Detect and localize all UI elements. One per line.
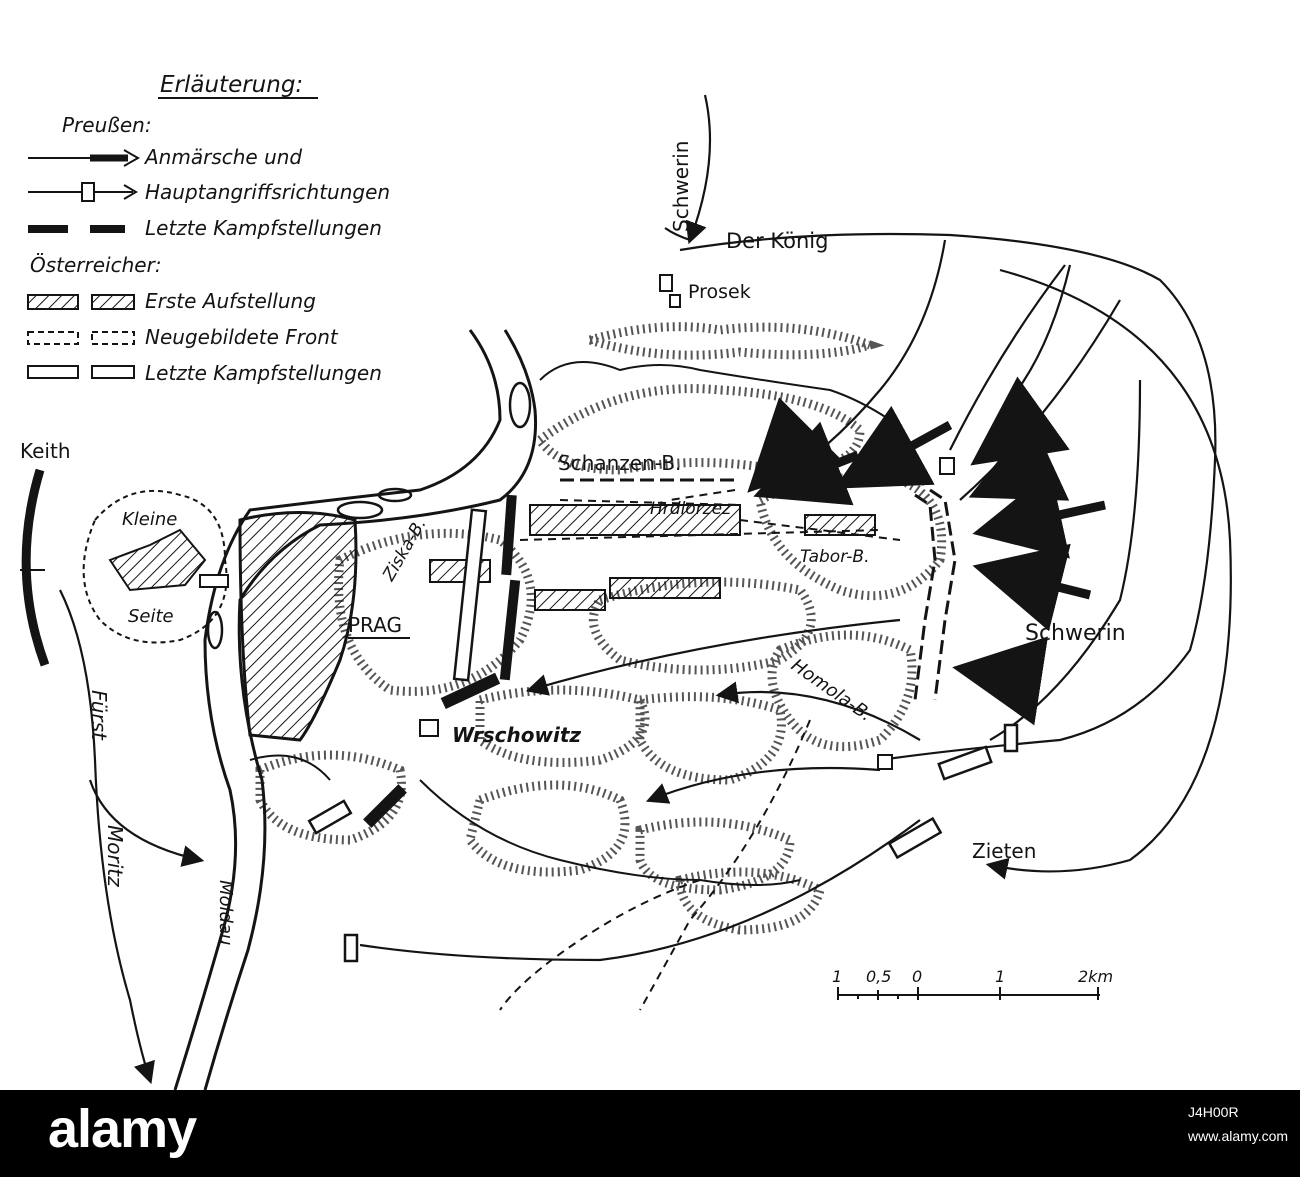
- prussian-attack-arrows: [747, 376, 1106, 726]
- keith-position: [21, 468, 50, 667]
- legend-prussia-march-2: Hauptangriffsrichtungen: [145, 180, 390, 204]
- prague-city: [238, 511, 358, 742]
- legend-austria-new: Neugebildete Front: [145, 325, 339, 349]
- legend-symbols: [27, 149, 141, 379]
- label-tabor: Tabor-B.: [800, 547, 869, 567]
- terrain-lines: [249, 361, 891, 886]
- prussian-last-positions: [363, 494, 521, 828]
- label-prag: PRAG: [348, 613, 402, 637]
- austrian-new-front: [560, 478, 957, 701]
- label-der-koenig: Der König: [726, 229, 828, 253]
- image-id: J4H00R: [1188, 1104, 1239, 1120]
- alamy-logo: alamy: [48, 1099, 197, 1159]
- label-schwerin-north: Schwerin: [669, 141, 693, 232]
- label-kleine: Kleine: [122, 509, 177, 530]
- label-seite: Seite: [128, 606, 174, 627]
- label-hrdlorzez: Hrdlorzez: [650, 499, 732, 519]
- legend-title: Erläuterung:: [160, 72, 303, 98]
- scale-tick-label-2: 0,5: [866, 967, 891, 986]
- hill-hachures: [255, 322, 947, 935]
- label-homola: Homola-B.: [787, 655, 876, 726]
- scale-tick-label-4: 1: [995, 967, 1005, 986]
- label-ziska: Ziska-B.: [379, 515, 431, 585]
- label-moritz: Moritz: [103, 825, 127, 887]
- austrian-last-positions: [307, 508, 1019, 963]
- battle-map-drawing: Erläuterung: Preußen: Anmärsche und Haup…: [20, 72, 1232, 1090]
- label-wrschowitz: Wrschowitz: [452, 723, 581, 747]
- prussian-approach-lines: [59, 94, 1232, 1085]
- battle-map: Erläuterung: Preußen: Anmärsche und Haup…: [20, 72, 1232, 1090]
- scale-tick-label-5: 2km: [1078, 967, 1113, 986]
- scale-tick-label-1: 1: [832, 967, 842, 986]
- label-keith: Keith: [20, 439, 71, 463]
- kleinseite-wall: [82, 489, 228, 644]
- legend-austria-last: Letzte Kampfstellungen: [145, 361, 382, 385]
- river-moldau: [173, 329, 538, 1090]
- austrian-dashed-lines: [499, 489, 901, 1011]
- alamy-url: www.alamy.com: [1188, 1128, 1289, 1144]
- legend-prussia-heading: Preußen:: [62, 113, 152, 137]
- label-schanzen: Schanzen-B.: [558, 451, 681, 475]
- scale-tick-label-3: 0: [912, 967, 922, 986]
- label-moldau: Moldau: [215, 880, 236, 945]
- label-prosek: Prosek: [688, 281, 751, 303]
- village-markers: [199, 274, 955, 770]
- kleinseite-area: [108, 528, 207, 592]
- legend-austria-heading: Österreicher:: [30, 253, 162, 277]
- label-zieten: Zieten: [972, 839, 1036, 863]
- label-kej: Kej: [900, 466, 927, 487]
- label-fuerst: Fürst: [87, 690, 111, 741]
- scale-bar: [837, 987, 1100, 1000]
- legend-prussia-last: Letzte Kampfstellungen: [145, 216, 382, 240]
- legend-prussia-march-1: Anmärsche und: [143, 145, 302, 169]
- river-islands: [206, 381, 532, 650]
- label-schwerin-east: Schwerin: [1025, 621, 1126, 646]
- legend-austria-first: Erste Aufstellung: [145, 289, 316, 313]
- watermark-bar: [0, 1090, 1300, 1177]
